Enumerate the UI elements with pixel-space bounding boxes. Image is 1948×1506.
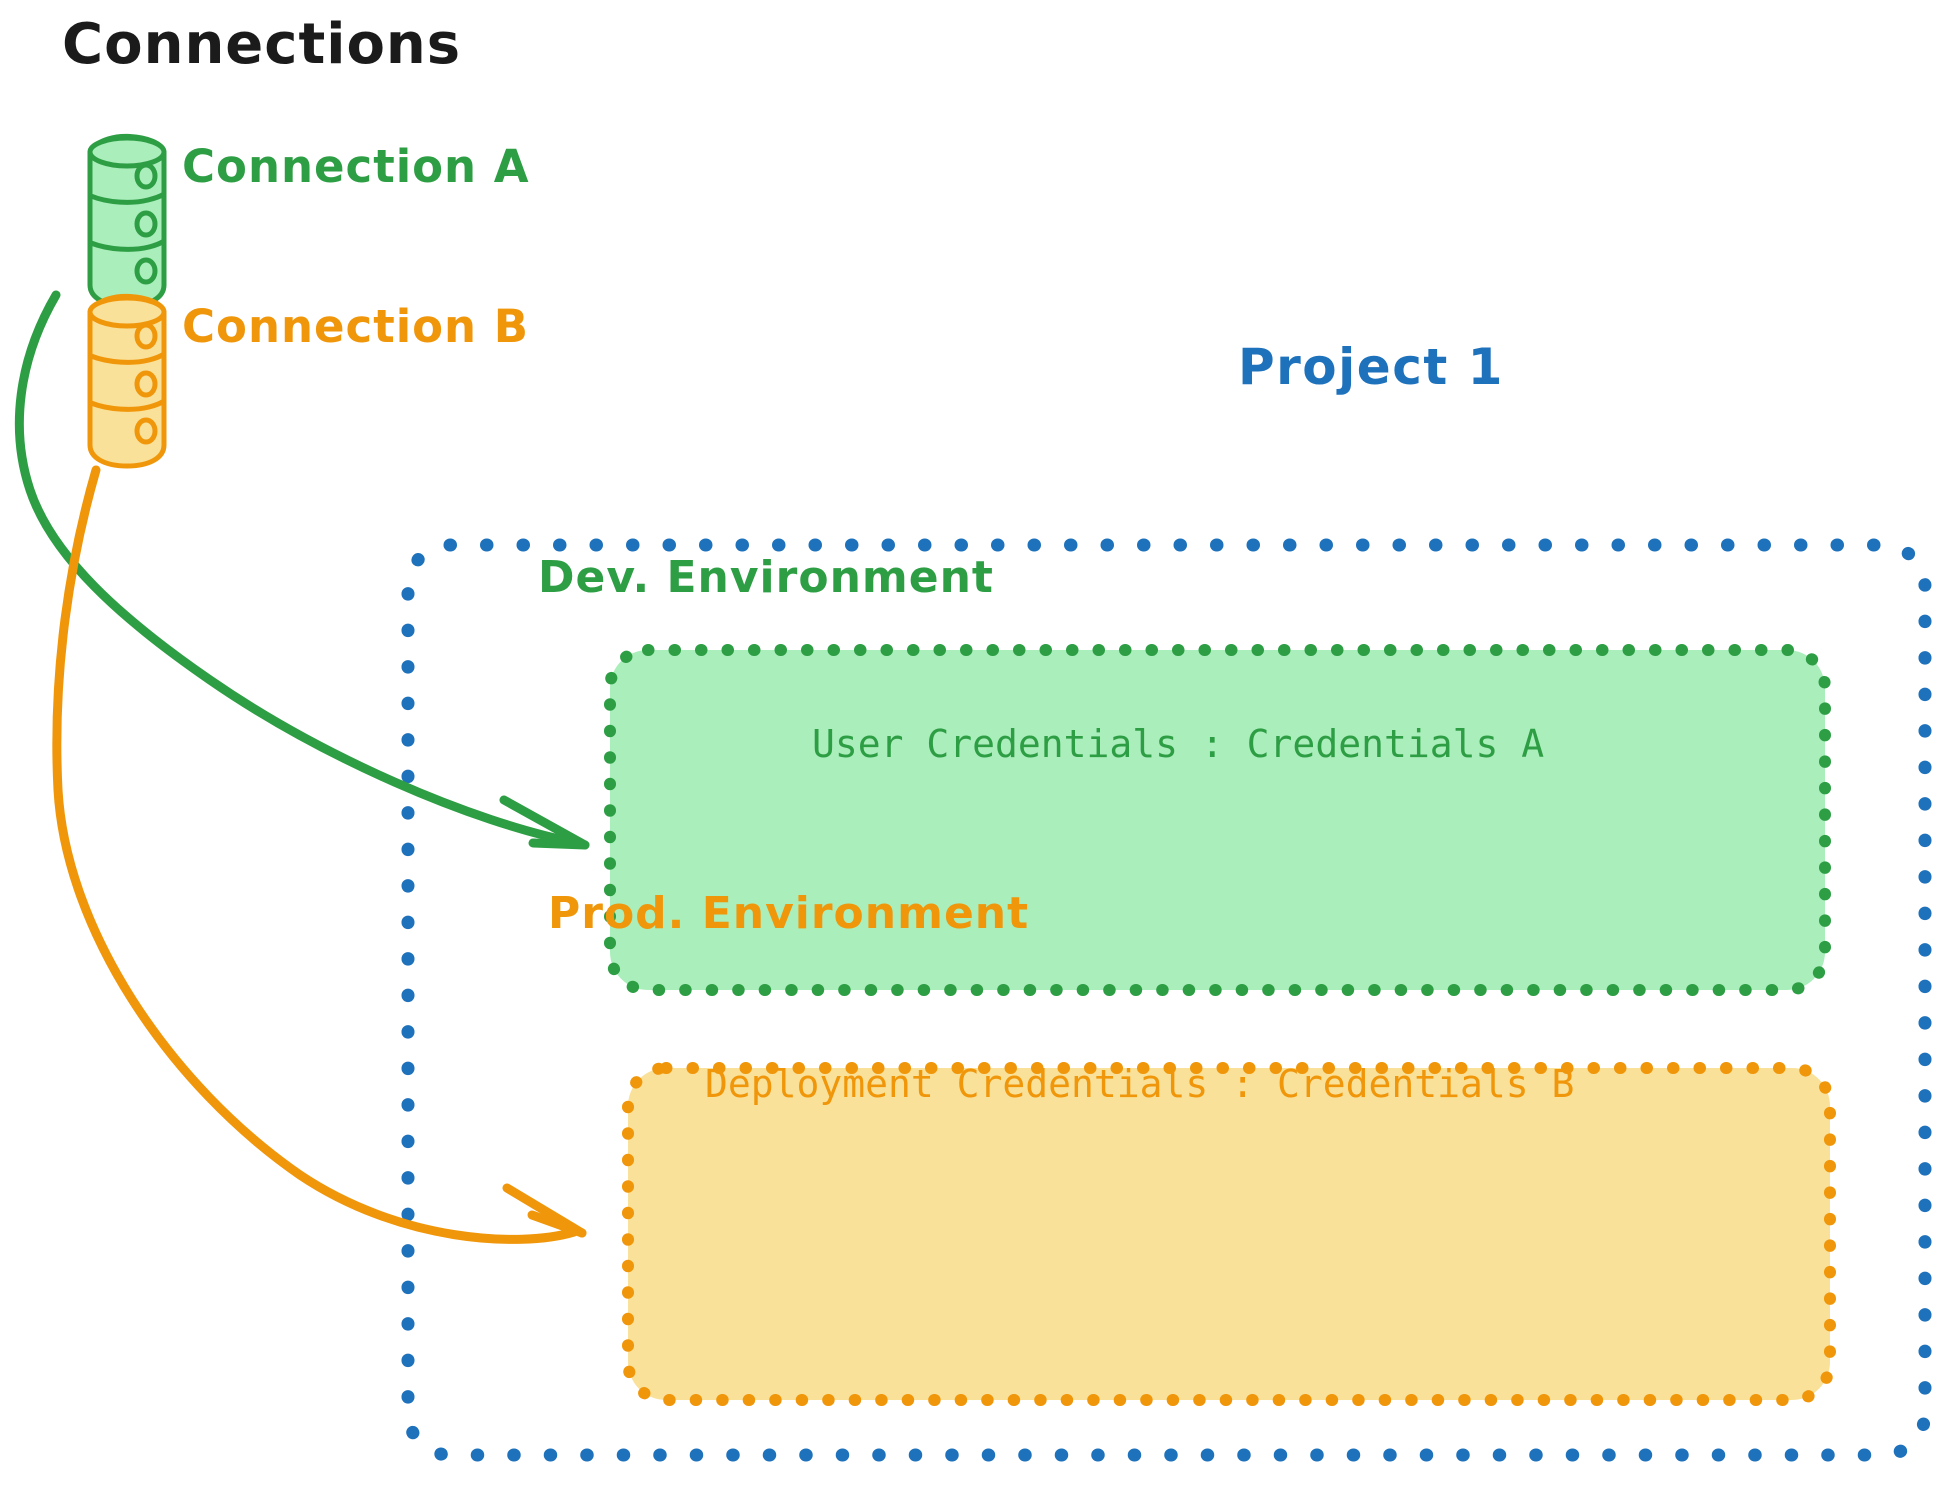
project-boundary bbox=[401, 538, 1932, 1462]
arrow-connection-a-to-dev bbox=[14, 290, 590, 850]
database-cylinder-icon-a[interactable] bbox=[87, 133, 167, 309]
dev-environment-title: Dev. Environment bbox=[538, 552, 994, 603]
prod-environment-box[interactable] bbox=[622, 1062, 1836, 1406]
prod-environment-credentials: Deployment Credentials : Credentials B bbox=[705, 1062, 1575, 1106]
database-cylinder-icon-b[interactable] bbox=[87, 293, 167, 469]
prod-environment-title: Prod. Environment bbox=[548, 888, 1030, 939]
arrow-connection-b-to-prod bbox=[52, 465, 587, 1244]
dev-environment-credentials: User Credentials : Credentials A bbox=[812, 722, 1545, 766]
connection-a-label[interactable]: Connection A bbox=[182, 140, 530, 193]
project-label: Project 1 bbox=[1238, 338, 1504, 396]
dev-environment-box[interactable] bbox=[604, 644, 1831, 996]
page-title: Connections bbox=[62, 12, 462, 77]
connection-b-label[interactable]: Connection B bbox=[182, 300, 530, 353]
